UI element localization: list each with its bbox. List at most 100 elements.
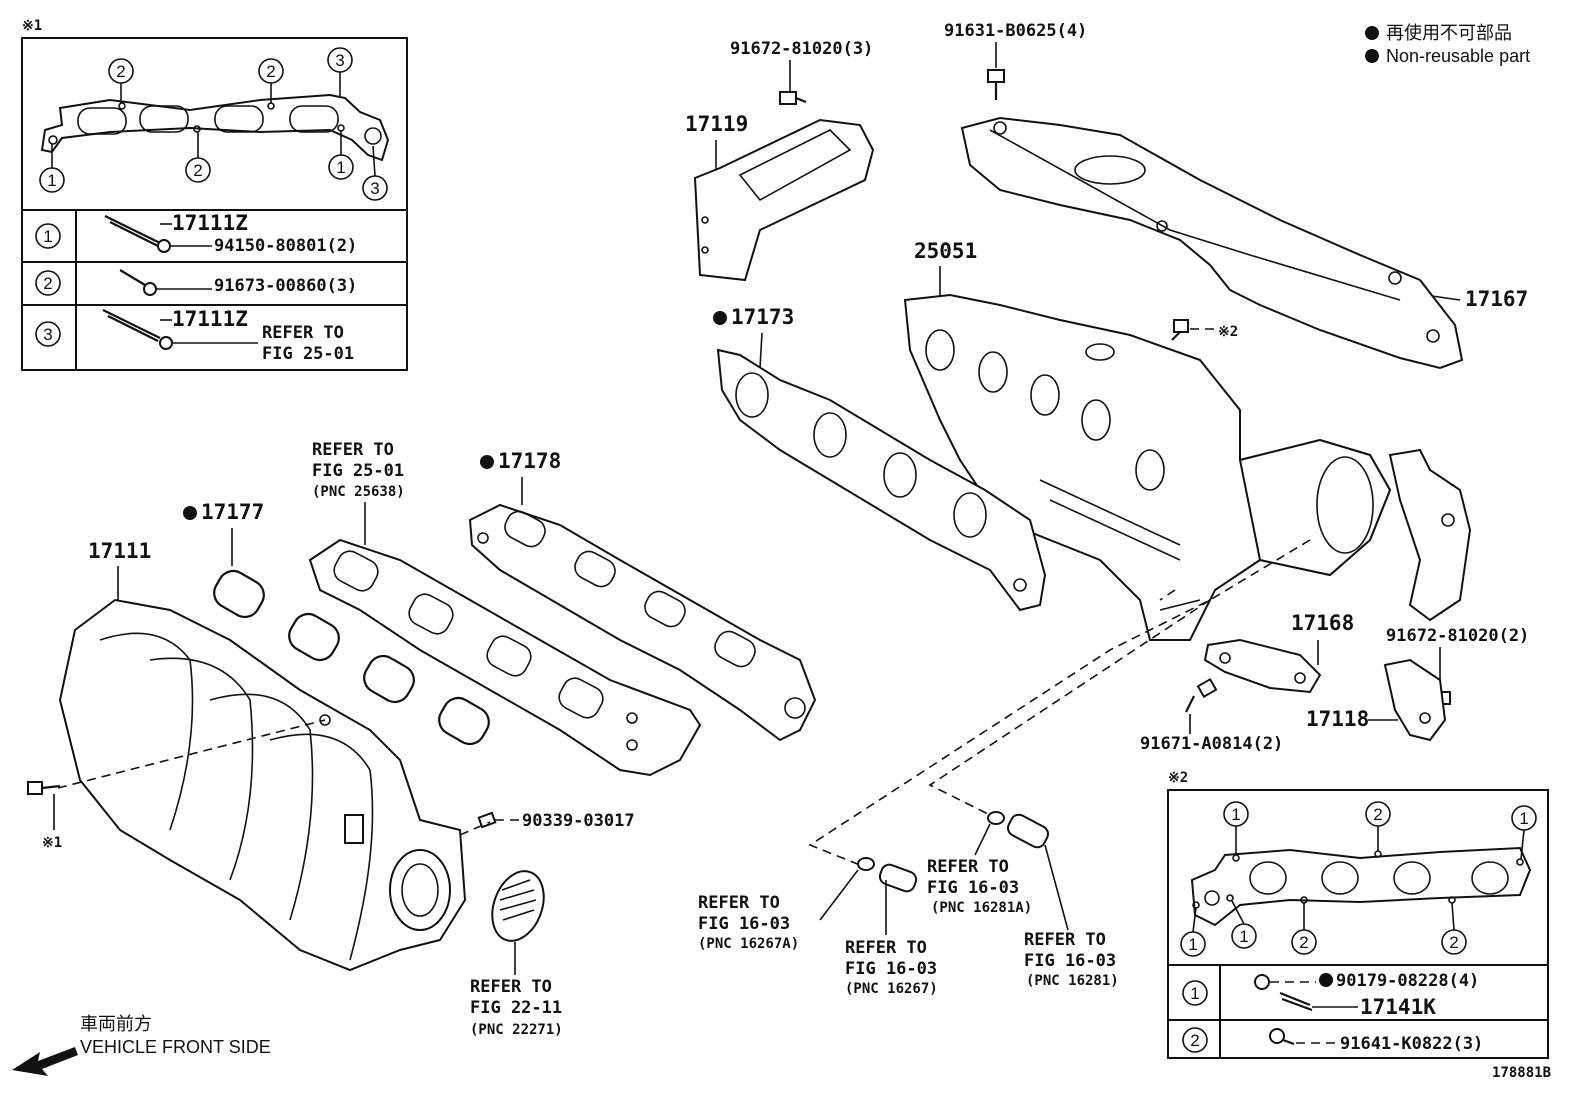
inset1-row2-part-a: 91673-00860(3): [214, 276, 357, 296]
inset2-gasket-drawing: [1190, 846, 1532, 927]
front-jp: 車両前方: [80, 1014, 152, 1034]
inset2-mark: ※2: [1168, 770, 1188, 786]
throttle-gasket-drawing: [491, 870, 545, 942]
svg-text:2: 2: [116, 62, 125, 81]
label-17173: 17173: [731, 305, 794, 329]
svg-text:2: 2: [1373, 805, 1382, 824]
inset2-bolt-icon: [1269, 1028, 1295, 1046]
non-reusable-dot-icon: [183, 506, 197, 520]
refer-16267A-line1: REFER TO: [698, 893, 780, 913]
svg-text:2: 2: [193, 161, 202, 180]
inset1-stud-icon: [104, 215, 171, 253]
stay-17168-drawing: [1203, 638, 1322, 694]
label-17119: 17119: [685, 112, 748, 136]
label-91672-right: 91672-81020(2): [1386, 626, 1529, 646]
refer-16267A-line2: FIG 16-03: [698, 914, 790, 934]
label-17118: 17118: [1306, 707, 1369, 731]
svg-text:1: 1: [1519, 809, 1528, 828]
inset1-mark: ※1: [22, 18, 42, 34]
bolt-mark1-icon: [27, 781, 61, 795]
hose-16267-drawing: [857, 857, 918, 893]
heat-insulator-17167-drawing: [960, 116, 1464, 370]
bolt-mark2-icon: [1171, 319, 1189, 341]
label-91631: 91631-B0625(4): [944, 21, 1087, 41]
refer-16281-line1: REFER TO: [1024, 930, 1106, 950]
inset1-row3-num: 3: [43, 325, 52, 344]
non-reusable-dot-icon: [713, 311, 727, 325]
refer-16281A-line1: REFER TO: [927, 857, 1009, 877]
inset1-row3-part-a: 17111Z: [172, 307, 248, 331]
intake-insulator-drawing: [308, 538, 702, 777]
inset1-callouts: 2 2 3 2 1 1 3: [39, 47, 388, 201]
refer-22271-line1: REFER TO: [470, 977, 552, 997]
svg-text:1: 1: [1239, 927, 1248, 946]
non-reusable-dot-icon: [1319, 973, 1333, 987]
bolt-91671-icon: [1185, 677, 1218, 713]
label-17178: 17178: [498, 449, 561, 473]
refer-25638-line3: (PNC 25638): [312, 484, 405, 500]
inset2-row2-part-a: 91641-K0822(3): [1340, 1034, 1483, 1054]
label-91672-top: 91672-81020(3): [730, 39, 873, 59]
refer-16281A-line2: FIG 16-03: [927, 878, 1019, 898]
inset1-box: [21, 37, 408, 371]
svg-text:1: 1: [47, 171, 56, 190]
inset2-row2-num: 2: [1190, 1031, 1199, 1050]
non-reusable-dot-icon: [480, 455, 494, 469]
label-17111: 17111: [88, 539, 151, 563]
refer-16281A-line3: (PNC 16281A): [931, 900, 1032, 916]
svg-text:3: 3: [335, 51, 344, 70]
insulator-17118-drawing: [1383, 658, 1447, 742]
inset2-box: [1167, 789, 1549, 1059]
svg-text:2: 2: [1299, 933, 1308, 952]
plug-90339-icon: [477, 811, 497, 829]
inset2-callouts: 1 2 1 1 1 2 2: [1180, 801, 1537, 957]
refer-16267A-line3: (PNC 16267A): [698, 936, 799, 952]
inset1-gasket-drawing: [40, 93, 390, 162]
svg-text:1: 1: [1231, 805, 1240, 824]
front-arrow-icon: [12, 1047, 78, 1076]
refer-25638-line2: FIG 25-01: [312, 461, 404, 481]
svg-text:1: 1: [1188, 935, 1197, 954]
refer-16267-line1: REFER TO: [845, 938, 927, 958]
refer-16267-line3: (PNC 16267): [845, 981, 938, 997]
front-en: VEHICLE FRONT SIDE: [80, 1037, 271, 1057]
inset1-row3-refer1: REFER TO: [262, 323, 344, 343]
intake-manifold-17111-drawing: [58, 598, 467, 972]
refer-16281-line3: (PNC 16281): [1026, 973, 1119, 989]
label-90339: 90339-03017: [522, 811, 635, 831]
inset2-stud-icon: [1279, 991, 1313, 1012]
hose-16281-drawing: [987, 811, 1050, 849]
flange-bracket-drawing: [1388, 448, 1472, 622]
gasket-17178-drawing: [468, 503, 817, 742]
inset1-row1-part-b: 94150-80801(2): [214, 236, 357, 256]
label-17167: 17167: [1465, 287, 1528, 311]
inset1-stud-icon: [102, 309, 173, 350]
inset2-nut-icon: [1254, 974, 1270, 990]
label-17177: 17177: [201, 500, 264, 524]
diagram-id: 178881B: [1492, 1065, 1551, 1081]
legend-jp: 再使用不可部品: [1386, 23, 1512, 43]
label-17168: 17168: [1291, 611, 1354, 635]
non-reusable-dot-icon: [1365, 49, 1379, 63]
gasket-17177-drawing: [213, 569, 490, 746]
inset2-row1-part-a: 90179-08228(4): [1336, 971, 1479, 991]
inset1-bolt-icon: [119, 269, 157, 296]
refer-25638-line1: REFER TO: [312, 440, 394, 460]
inset1-row2-num: 2: [43, 274, 52, 293]
inset1-row1-part-a: 17111Z: [172, 211, 248, 235]
label-25051: 25051: [914, 239, 977, 263]
refer-22271-line3: (PNC 22271): [470, 1022, 563, 1038]
bolt-91672-icon: [779, 91, 807, 105]
svg-text:3: 3: [370, 179, 379, 198]
inset2-row1-num: 1: [1190, 984, 1199, 1003]
refer-16281-line2: FIG 16-03: [1024, 951, 1116, 971]
label-91671: 91671-A0814(2): [1140, 734, 1283, 754]
refer-16267-line2: FIG 16-03: [845, 959, 937, 979]
refer-22271-line2: FIG 22-11: [470, 998, 562, 1018]
label-mark2: ※2: [1218, 324, 1238, 340]
inset1-row3-refer2: FIG 25-01: [262, 344, 354, 364]
exhaust-manifold-25051-drawing: [903, 293, 1392, 641]
svg-text:2: 2: [1449, 933, 1458, 952]
svg-text:1: 1: [336, 158, 345, 177]
